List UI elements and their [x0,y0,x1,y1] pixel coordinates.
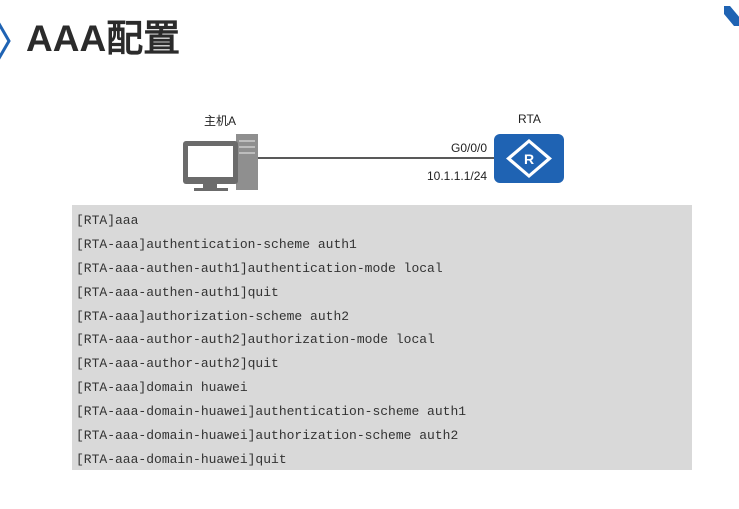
command-line: [RTA-aaa]authorization-scheme auth2 [76,309,350,324]
svg-text:R: R [524,151,534,167]
command-listing: [RTA]aaa [RTA-aaa]authentication-scheme … [72,205,692,470]
command-line: [RTA]aaa [76,213,139,228]
command-line: [RTA-aaa]domain huawei [76,380,248,395]
ip-address-label: 10.1.1.1/24 [427,169,488,183]
router-icon: R [494,134,564,183]
command-line: [RTA-aaa]authentication-scheme auth1 [76,237,357,252]
command-line: [RTA-aaa-authen-auth1]quit [76,285,279,300]
command-line: [RTA-aaa-author-auth2]quit [76,356,279,371]
interface-label: G0/0/0 [451,141,488,155]
command-line: [RTA-aaa-authen-auth1]authentication-mod… [76,261,443,276]
computer-icon [183,134,258,191]
host-label: 主机A [204,114,237,128]
brand-logo-icon [724,6,739,26]
chevron-right-icon [0,22,11,60]
command-line: [RTA-aaa-author-auth2]authorization-mode… [76,332,435,347]
network-diagram: R [183,134,564,191]
router-label: RTA [518,112,541,126]
command-line: [RTA-aaa-domain-huawei]authorization-sch… [76,428,459,443]
page-title: AAA配置 [26,18,181,59]
command-line: [RTA-aaa-domain-huawei]authentication-sc… [76,404,467,419]
command-line: [RTA-aaa-domain-huawei]quit [76,452,287,467]
